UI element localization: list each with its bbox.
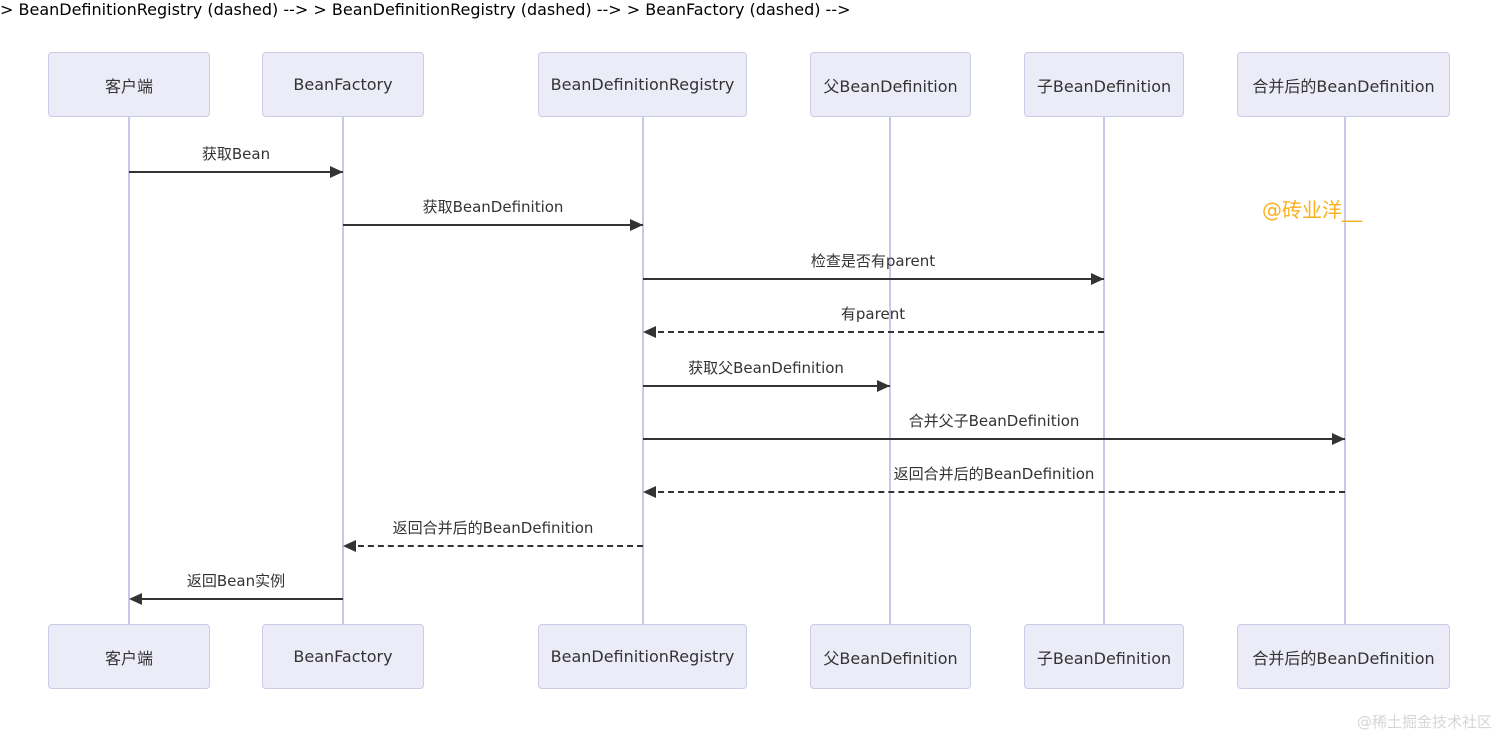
message-label: 返回合并后的BeanDefinition [893, 465, 1095, 483]
arrowhead-right-icon [330, 166, 343, 178]
actor-top-client: 客户端 [48, 52, 210, 117]
message-line [643, 385, 890, 387]
message-label: 返回合并后的BeanDefinition [392, 519, 594, 537]
actor-label: BeanDefinitionRegistry [550, 75, 735, 94]
arrowhead-right-icon [1091, 273, 1104, 285]
lifeline-client [128, 117, 130, 624]
actor-label: 客户端 [104, 648, 153, 668]
message-label: 返回Bean实例 [186, 572, 286, 590]
actor-bottom-beanfactory: BeanFactory [262, 624, 424, 689]
actor-label: 客户端 [104, 76, 153, 96]
message-line [643, 438, 1345, 440]
message-line [343, 224, 643, 226]
message-line [348, 545, 643, 547]
actor-label: 子BeanDefinition [1036, 648, 1172, 668]
message-label: 获取父BeanDefinition [688, 359, 844, 377]
actor-label: 合并后的BeanDefinition [1252, 648, 1435, 668]
actor-top-child-beandefinition: 子BeanDefinition [1024, 52, 1184, 117]
actor-bottom-client: 客户端 [48, 624, 210, 689]
message-line [643, 278, 1104, 280]
message-label: 有parent [840, 305, 906, 323]
lifeline-beanfactory [342, 117, 344, 624]
message-label: 获取Bean [201, 145, 271, 163]
watermark-author: @砖业洋__ [1262, 198, 1362, 222]
actor-top-beanfactory: BeanFactory [262, 52, 424, 117]
actor-label: 合并后的BeanDefinition [1252, 76, 1435, 96]
arrowhead-right-icon [1332, 433, 1345, 445]
arrowhead-left-icon [129, 593, 142, 605]
lifeline-parent-beandefinition [889, 117, 891, 624]
actor-top-merged-beandefinition: 合并后的BeanDefinition [1237, 52, 1450, 117]
actor-label: BeanFactory [293, 75, 393, 94]
arrowhead-left-icon [643, 486, 656, 498]
lifeline-beandefinitionregistry [642, 117, 644, 624]
actor-label: 父BeanDefinition [823, 76, 958, 96]
arrowhead-right-icon [877, 380, 890, 392]
arrowhead-left-icon [643, 326, 656, 338]
actor-label: 子BeanDefinition [1036, 76, 1172, 96]
message-label: 合并父子BeanDefinition [908, 412, 1080, 430]
actor-bottom-beandefinitionregistry: BeanDefinitionRegistry [538, 624, 747, 689]
message-label: 获取BeanDefinition [422, 198, 564, 216]
message-line [134, 598, 343, 600]
message-line [129, 171, 343, 173]
actor-top-beandefinitionregistry: BeanDefinitionRegistry [538, 52, 747, 117]
actor-bottom-merged-beandefinition: 合并后的BeanDefinition [1237, 624, 1450, 689]
lifeline-child-beandefinition [1103, 117, 1105, 624]
actor-label: BeanDefinitionRegistry [550, 647, 735, 666]
actor-bottom-parent-beandefinition: 父BeanDefinition [810, 624, 971, 689]
arrowhead-right-icon [630, 219, 643, 231]
actor-top-parent-beandefinition: 父BeanDefinition [810, 52, 971, 117]
message-label: 检查是否有parent [810, 252, 936, 270]
watermark-community: @稀土掘金技术社区 [1356, 713, 1492, 731]
arrowhead-left-icon [343, 540, 356, 552]
actor-label: 父BeanDefinition [823, 648, 958, 668]
message-line [648, 491, 1345, 493]
message-line [648, 331, 1104, 333]
actor-bottom-child-beandefinition: 子BeanDefinition [1024, 624, 1184, 689]
actor-label: BeanFactory [293, 647, 393, 666]
lifeline-merged-beandefinition [1344, 117, 1346, 624]
